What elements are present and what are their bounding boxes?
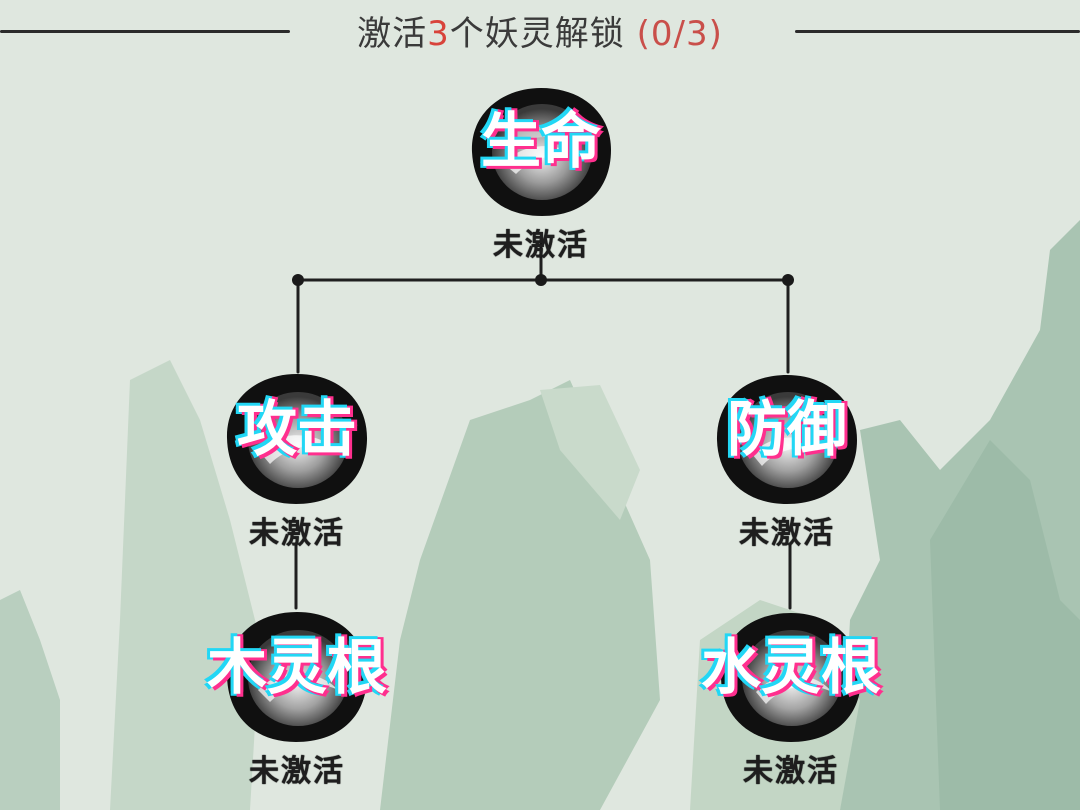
node-label-wood: 木灵根 [207,633,387,703]
header-divider-right [795,30,1080,33]
ink-orb-icon [222,370,372,510]
required-count: 3 [427,14,450,54]
node-life[interactable]: 生命 未激活 [466,82,616,263]
node-label-defense: 防御 [727,395,847,465]
node-label-life: 生命 [481,107,601,177]
unlock-progress: (0/3) [636,14,723,54]
node-water[interactable]: 水灵根 未激活 [701,608,881,789]
ink-orb-icon [712,370,862,510]
node-attack[interactable]: 攻击 未激活 [222,370,372,551]
node-defense[interactable]: 防御 未激活 [712,370,862,551]
node-status-wood: 未激活 [249,754,345,789]
header-divider-left [0,30,290,33]
node-status-defense: 未激活 [739,516,835,551]
node-status-water: 未激活 [743,754,839,789]
unlock-header: 激活3个妖灵解锁 (0/3) [0,0,1080,64]
title-prefix: 激活 [357,14,428,54]
ink-orb-icon [716,608,866,748]
title-suffix: 个妖灵解锁 [449,14,625,54]
ink-orb-icon [466,82,616,222]
node-status-life: 未激活 [493,228,589,263]
node-label-water: 水灵根 [701,633,881,703]
unlock-title: 激活3个妖灵解锁 (0/3) [0,6,1080,55]
ink-orb-icon [222,608,372,748]
node-status-attack: 未激活 [249,516,345,551]
node-label-attack: 攻击 [237,395,357,465]
node-wood[interactable]: 木灵根 未激活 [207,608,387,789]
